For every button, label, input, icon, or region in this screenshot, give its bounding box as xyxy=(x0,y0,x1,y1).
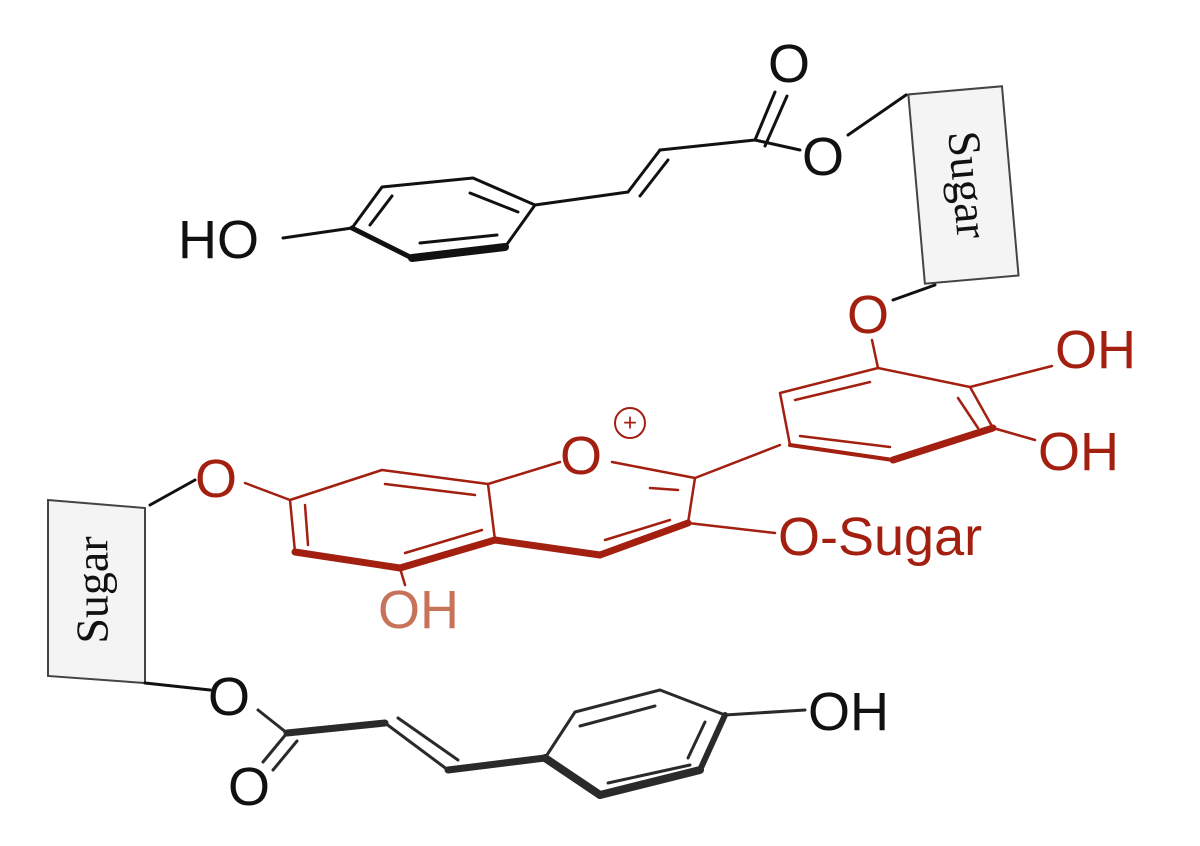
oh-upper-bond xyxy=(968,364,1054,389)
top-ester-oxygen: O xyxy=(802,127,844,187)
top-vinyl-double-a xyxy=(626,148,662,194)
top-ring-inner-bond-3 xyxy=(418,233,499,245)
a-ring-oh-bond xyxy=(398,566,407,587)
bottom-carbonyl-bond-b xyxy=(271,739,299,772)
bottom-carbonyl-oxygen: O xyxy=(228,757,270,817)
b-to-c-ring-bond xyxy=(693,443,782,480)
bottom-vinyl-double-b xyxy=(396,716,460,762)
c-ring-c2-c3-b xyxy=(648,486,680,492)
a-ring-inner-1 xyxy=(383,482,477,497)
top-hydroxyl-label: HO xyxy=(178,210,259,270)
left-sugar-box: Sugar xyxy=(47,498,146,685)
bottom-vinyl-bond-2 xyxy=(444,754,549,774)
a-ring-inner-2 xyxy=(303,503,310,547)
o-sugar-label: O-Sugar xyxy=(778,507,982,567)
bottom-ester-oxygen: O xyxy=(208,667,250,727)
bottom-ring-inner-1 xyxy=(578,704,657,728)
c-ring-c2-c3-a xyxy=(686,476,697,525)
a-ring-left-o-bond xyxy=(243,481,292,502)
c-ring-c3-c4 xyxy=(596,519,692,559)
bridge-oxygen: O xyxy=(847,285,889,345)
top-ho-bond xyxy=(281,226,354,240)
top-vinyl-bond-1 xyxy=(533,190,630,207)
bottom-ring-inner-3 xyxy=(606,763,692,785)
top-ester-bond xyxy=(753,138,802,152)
oh-lower-bond xyxy=(991,426,1037,442)
left-sugar-label: Sugar xyxy=(67,536,118,643)
bridge-o-to-ring-bond xyxy=(870,338,880,370)
bottom-carbonyl-bond-a xyxy=(261,731,289,764)
top-coumaroyl-group xyxy=(281,90,908,262)
bottom-vinyl-double-a xyxy=(383,721,450,772)
c-ring-c8a-o xyxy=(486,460,562,486)
top-vinyl-bond-2 xyxy=(658,138,757,152)
top-ring-wedge xyxy=(408,243,509,262)
b-ring-inner-2 xyxy=(956,396,980,430)
bottom-ring-wedge-1 xyxy=(541,754,604,799)
c-ring-inner-c3-c4 xyxy=(603,518,672,542)
a-ring-inner-3 xyxy=(403,528,484,555)
bottom-vinyl-bond-1 xyxy=(283,719,389,737)
positive-charge-icon: + xyxy=(614,407,646,439)
svg-text:+: + xyxy=(623,409,637,436)
top-carbonyl-bond-a xyxy=(753,90,777,142)
bottom-ring-wedge-3 xyxy=(697,712,728,773)
a-ring-wedge-2 xyxy=(396,536,499,572)
sugar-to-bottom-o-bond xyxy=(143,681,212,692)
bottom-ring-inner-2 xyxy=(686,720,707,760)
b-ring-inner-3 xyxy=(798,434,892,449)
top-sugar-label: Sugar xyxy=(938,129,998,240)
b-ring-wedge-2 xyxy=(788,443,895,462)
bottom-coumaroyl-group xyxy=(256,688,807,799)
top-sugar-box: Sugar xyxy=(907,85,1020,285)
flavylium-core xyxy=(243,338,1054,587)
top-ring-inner-bond-2 xyxy=(468,191,520,214)
top-o-sugar-bond xyxy=(846,93,908,137)
bottom-ring-wedge-2 xyxy=(596,766,704,799)
c-ring-c4-c4a xyxy=(491,536,604,559)
sugar-to-bridge-bond xyxy=(891,283,937,302)
top-carbonyl-oxygen: O xyxy=(768,34,810,94)
top-ring-wedge-2 xyxy=(349,225,415,261)
top-carbonyl-bond-b xyxy=(763,94,789,148)
o-sugar-bond xyxy=(686,521,777,535)
b-ring-inner-1 xyxy=(793,380,872,402)
hydroxyl-lower-label: OH xyxy=(1038,422,1119,482)
bottom-hydroxyl-label: OH xyxy=(808,682,889,742)
top-vinyl-double-b xyxy=(638,158,670,198)
top-ring-inner-bond-1 xyxy=(368,194,394,227)
a-ring-wedge-1 xyxy=(291,548,404,572)
ring-oxygen: O xyxy=(560,426,602,486)
hydroxyl-bottom-label: OH xyxy=(378,580,459,640)
left-oxygen: O xyxy=(195,449,237,509)
c-ring-o-to-c2 xyxy=(610,460,697,480)
bottom-ester-bond xyxy=(256,708,289,735)
bottom-oh-bond xyxy=(723,708,807,717)
b-ring-wedge xyxy=(889,424,997,464)
hydroxyl-upper-label: OH xyxy=(1055,320,1136,380)
left-o-to-sugar-bond xyxy=(148,478,197,507)
